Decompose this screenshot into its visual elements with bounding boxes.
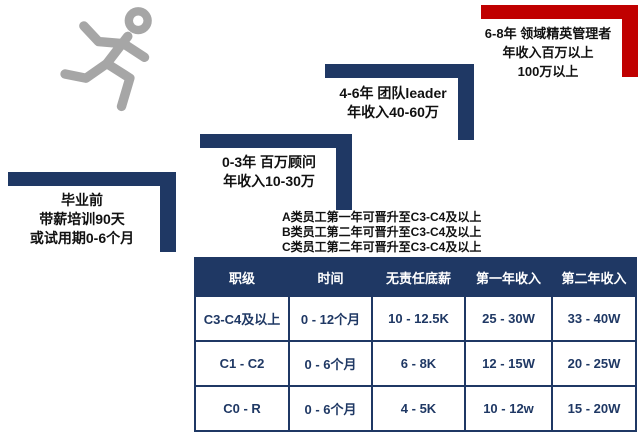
step-years-6-8-line1: 6-8年 领域精英管理者 xyxy=(484,26,612,41)
cell-base-salary: 4 - 5K xyxy=(371,385,466,432)
table-row: C3-C4及以上 0 - 12个月 10 - 12.5K 25 - 30W 33… xyxy=(194,295,637,342)
promotion-note-c: C类员工第二年可晋升至C3-C4及以上 xyxy=(282,240,482,254)
promotion-note-b: B类员工第二年可晋升至C3-C4及以上 xyxy=(282,225,482,239)
cell-year1-income: 25 - 30W xyxy=(464,295,553,342)
table-header-row: 职级 时间 无责任底薪 第一年收入 第二年收入 xyxy=(194,257,637,297)
step-years-6-8-line3: 100万以上 xyxy=(517,64,579,79)
cell-rank: C3-C4及以上 xyxy=(194,295,290,342)
salary-table: 职级 时间 无责任底薪 第一年收入 第二年收入 C3-C4及以上 0 - 12个… xyxy=(194,257,637,432)
step-years-6-8-hbar xyxy=(481,5,638,19)
step-years-0-3-line2: 年收入10-30万 xyxy=(223,173,315,189)
step-years-4-6-vbar xyxy=(458,64,474,140)
cell-year2-income: 33 - 40W xyxy=(551,295,637,342)
step-years-0-3-vbar xyxy=(336,134,352,210)
cell-time: 0 - 12个月 xyxy=(288,295,373,342)
col-header-time: 时间 xyxy=(288,257,373,297)
cell-year2-income: 20 - 25W xyxy=(551,340,637,387)
step-pre-graduation-line1: 毕业前 xyxy=(61,192,103,208)
step-years-4-6-line1: 4-6年 团队leader xyxy=(339,85,447,101)
col-header-base-salary: 无责任底薪 xyxy=(371,257,466,297)
cell-year2-income: 15 - 20W xyxy=(551,385,637,432)
step-pre-graduation-hbar xyxy=(8,172,176,186)
table-row: C1 - C2 0 - 6个月 6 - 8K 12 - 15W 20 - 25W xyxy=(194,340,637,387)
cell-time: 0 - 6个月 xyxy=(288,340,373,387)
step-years-4-6-line2: 年收入40-60万 xyxy=(347,104,439,120)
cell-year1-income: 12 - 15W xyxy=(464,340,553,387)
col-header-rank: 职级 xyxy=(194,257,290,297)
cell-base-salary: 6 - 8K xyxy=(371,340,466,387)
step-pre-graduation-line2: 带薪培训90天 xyxy=(39,211,125,227)
promotion-note-a: A类员工第一年可晋升至C3-C4及以上 xyxy=(282,210,482,224)
cell-year1-income: 10 - 12w xyxy=(464,385,553,432)
runner-icon-svg xyxy=(60,7,152,112)
runner-icon xyxy=(40,5,180,120)
col-header-year1-income: 第一年收入 xyxy=(464,257,553,297)
step-years-4-6-hbar xyxy=(325,64,474,78)
step-pre-graduation-line3: 或试用期0-6个月 xyxy=(29,230,135,246)
step-years-6-8-line2: 年收入百万以上 xyxy=(502,45,594,60)
step-years-0-3-hbar xyxy=(200,134,352,148)
cell-rank: C1 - C2 xyxy=(194,340,290,387)
col-header-year2-income: 第二年收入 xyxy=(551,257,637,297)
cell-rank: C0 - R xyxy=(194,385,290,432)
step-years-6-8-vbar xyxy=(622,5,638,77)
cell-base-salary: 10 - 12.5K xyxy=(371,295,466,342)
promotion-notes: A类员工第一年可晋升至C3-C4及以上 B类员工第二年可晋升至C3-C4及以上 … xyxy=(282,210,481,255)
step-years-0-3-line1: 0-3年 百万顾问 xyxy=(221,154,317,170)
step-pre-graduation-vbar xyxy=(160,172,176,252)
table-row: C0 - R 0 - 6个月 4 - 5K 10 - 12w 15 - 20W xyxy=(194,385,637,432)
cell-time: 0 - 6个月 xyxy=(288,385,373,432)
